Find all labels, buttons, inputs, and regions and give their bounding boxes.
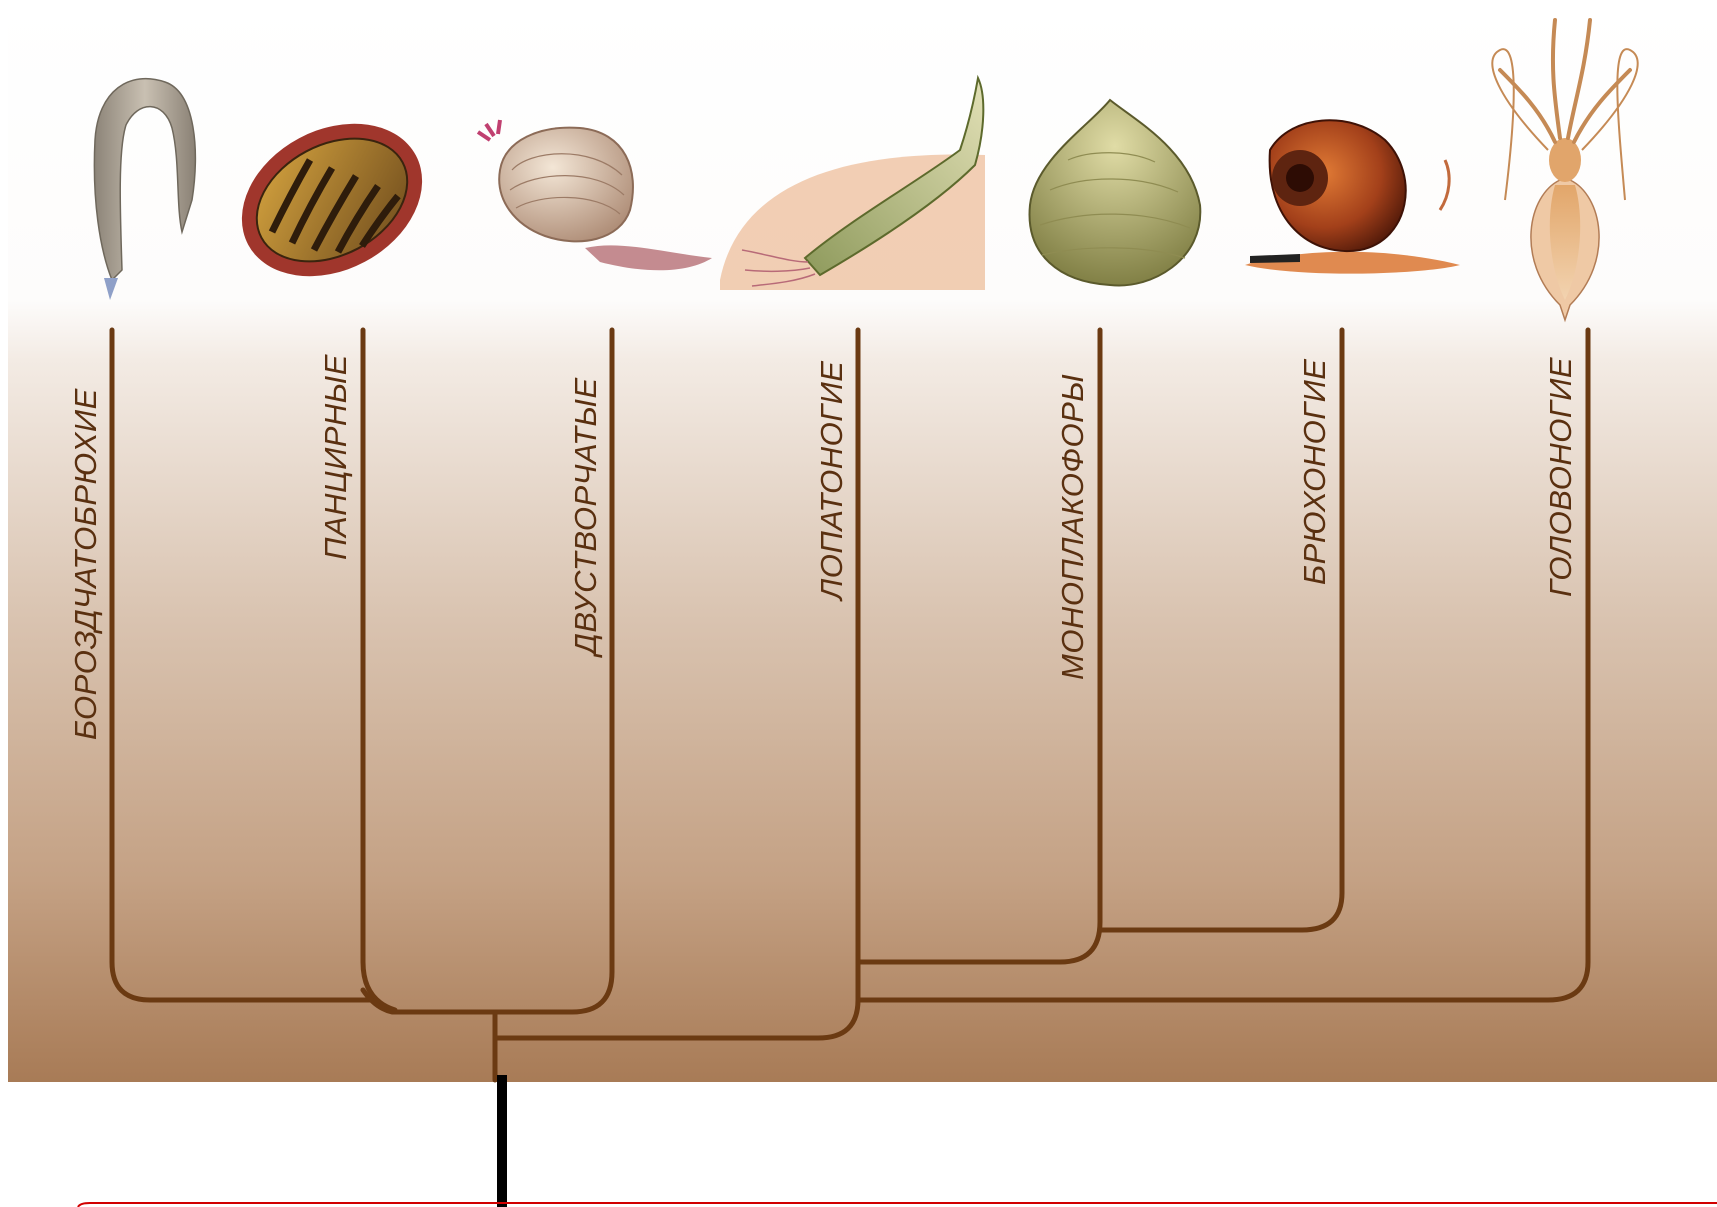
monoplacophoran-illustration bbox=[1030, 100, 1201, 286]
snail-illustration bbox=[1245, 120, 1460, 273]
label-monoplakofory: МОНОПЛАКОФОРЫ bbox=[1055, 374, 1090, 680]
squid-illustration bbox=[1492, 20, 1637, 320]
branch-golovonogie bbox=[858, 330, 1588, 1000]
branch-pantsirnye bbox=[363, 330, 395, 1010]
label-borozdchatobryukhie: БОРОЗДЧАТОБРЮХИЕ bbox=[68, 388, 103, 740]
label-lopatonogie: ЛОПАТОНОГИЕ bbox=[814, 361, 849, 602]
bivalve-illustration bbox=[478, 120, 712, 270]
label-golovonogie: ГОЛОВОНОГИЕ bbox=[1543, 357, 1578, 597]
label-dvustvorchatye: ДВУСТВОРЧАТЫЕ bbox=[568, 377, 603, 658]
red-baseline bbox=[78, 1203, 1717, 1207]
label-pantsirnye: ПАНЦИРНЫЕ bbox=[318, 354, 353, 560]
branch-lopatonogie bbox=[495, 330, 858, 1038]
tusk-shell-illustration bbox=[720, 78, 985, 290]
label-bryukhonogie: БРЮХОНОГИЕ bbox=[1297, 359, 1332, 585]
chiton-illustration bbox=[215, 94, 448, 307]
solenogaster-illustration bbox=[94, 79, 195, 300]
